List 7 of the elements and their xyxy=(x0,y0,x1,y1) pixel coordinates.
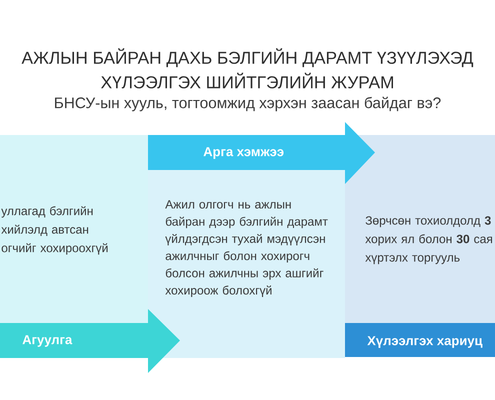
arrow-banner: Арга хэмжээ xyxy=(148,122,375,184)
subtitle: БНСУ-ын хууль, тогтоомжид хэрхэн заасан байдаг вэ? xyxy=(55,96,441,112)
node-label: уллагад бэлгийн хийлэлд автсан огчийг хохироохгүй xyxy=(1,206,108,255)
title: АЖЛЫН БАЙРАН ДАХЬ БЭЛГИЙН ДАРАМТ ҮЗҮҮЛЭХЭД ХҮЛЭЭЛГЭХ ШИЙТГЭЛИЙН ЖУРАМ xyxy=(22,48,474,88)
heading-band: Хүлээлгэх хариуц xyxy=(345,323,495,357)
node-label: Ажил олгогч нь ажлын байран дээр бэлгийн дарамт үйлдэгдсэн тухай мэдүүлсэн ажилчныг болон хохирогч болсон ажилчны эрх ашгийг хохироож болохгүй xyxy=(165,200,328,297)
arrow-banner: Агуулга xyxy=(0,309,180,373)
